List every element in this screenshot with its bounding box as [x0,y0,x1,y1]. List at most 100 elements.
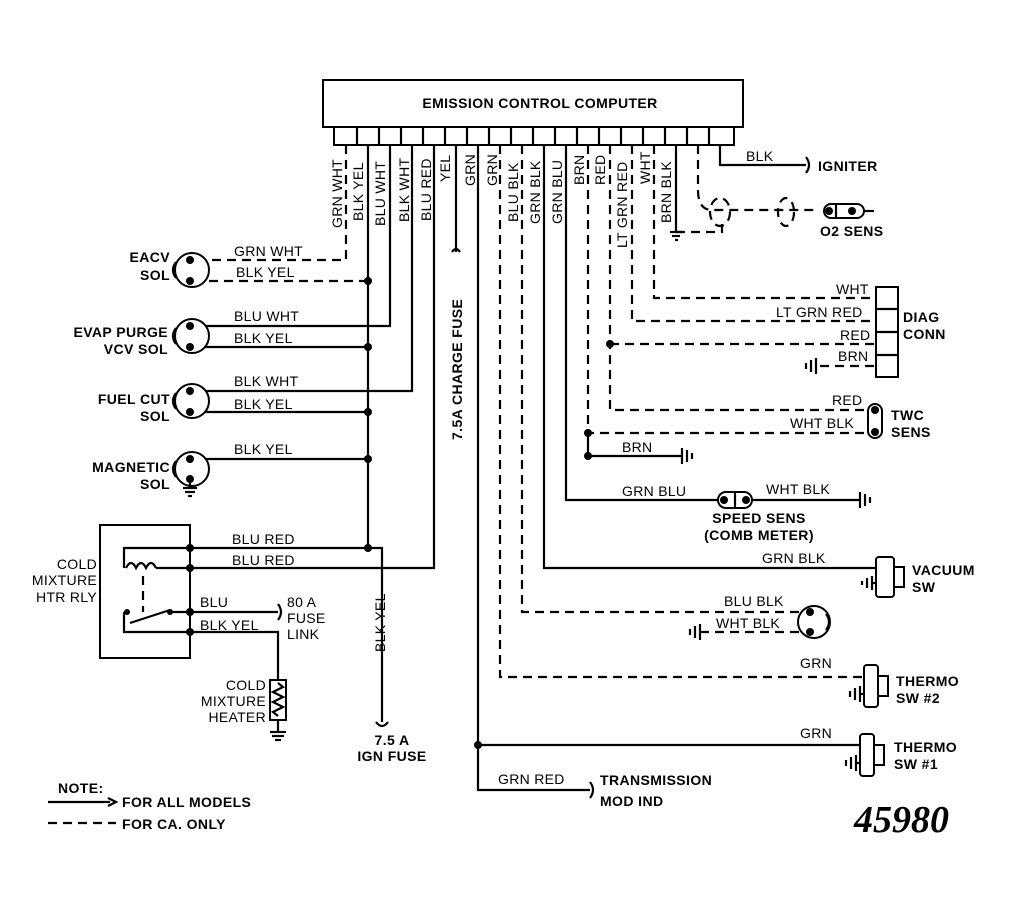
magnetic-label-2: SOL [140,476,170,492]
magnetic-label-1: MAGNETIC [92,459,170,475]
trans-label-2: MOD IND [600,793,663,809]
vacuum-wire: GRN BLK [762,550,826,566]
ign-fuse-label-2: IGN FUSE [357,748,426,764]
cold-mixture-heater-relay: COLD MIXTURE HTR RLY BLU RED BLU RED BLU… [32,524,326,680]
fuse-link-label-3: LINK [287,626,320,642]
igniter-wire: BLK [746,148,774,164]
blublk-wire-1: BLU BLK [724,593,784,609]
twc-label-1: TWC [891,407,924,423]
ground-icon [860,576,874,590]
fuelcut-label-1: FUEL CUT [98,391,170,407]
twc-wire-1: RED [832,392,862,408]
pin-label-grn-wht: GRN WHT [329,159,345,228]
thermo1-label-2: SW #1 [894,756,938,772]
pin-label-blu-blk: BLU BLK [505,162,521,222]
trans-wire: GRN RED [498,771,565,787]
magnetic-wire-1: BLK YEL [234,441,293,457]
twc-wire-2: WHT BLK [790,415,854,431]
diag-wire-4: BRN [838,348,868,364]
thermo-switch-1: GRN THERMO SW #1 [800,725,957,777]
pin-label-wht: WHT [637,151,653,184]
thermo2-label-2: SW #2 [896,690,940,706]
relay-wire-1: BLU RED [232,531,295,547]
pin-label-brn: BRN [571,155,587,185]
eacv-solenoid: EACV SOL GRN WHT BLK YEL [130,243,303,288]
thermo1-label-1: THERMO [894,739,957,755]
note-title: NOTE: [58,780,104,796]
ecu-title: EMISSION CONTROL COMPUTER [422,95,657,111]
fuel-cut-solenoid: FUEL CUT SOL BLK WHT BLK YEL [98,373,298,424]
evap-label-2: VCV SOL [104,341,168,357]
transmission-mod-ind: GRN RED TRANSMISSION MOD IND [498,771,712,809]
blk-yel-vertical-label: BLK YEL [372,593,388,652]
fuse-link-label-2: FUSE [287,610,326,626]
trans-label-1: TRANSMISSION [600,772,712,788]
pin-label-blu-wht: BLU WHT [372,161,388,226]
ground-icon [844,755,858,771]
pin-label-red: RED [592,155,608,185]
fuelcut-label-2: SOL [140,408,170,424]
blublk-wire-2: WHT BLK [716,615,780,631]
diag-label-1: DIAG [903,309,940,325]
fuse-link-label-1: 80 A [287,594,317,610]
eacv-label-1: EACV [130,249,171,265]
diag-label-2: CONN [903,326,946,342]
ecu-pin-row [355,127,711,145]
ecu-pin-labels: GRN WHT BLK YEL BLU WHT BLK WHT BLU RED … [329,151,674,440]
brn-ground: BRN [622,439,694,464]
ground-icon [183,486,197,498]
thermo2-wire: GRN [800,655,832,671]
note-dashed: FOR CA. ONLY [122,816,226,832]
left-wiring [190,145,461,728]
speed-label-1: SPEED SENS [712,510,805,526]
pin-label-lt-grn-red: LT GRN RED [614,162,630,249]
relay-label-1: COLD [57,556,97,572]
twc-sensor: TWC SENS RED WHT BLK [790,392,931,440]
magnetic-solenoid: MAGNETIC SOL BLK YEL [92,441,293,498]
figure-number: 45980 [853,799,949,841]
ground-icon [680,448,694,464]
eacv-label-2: SOL [140,267,170,283]
ground-icon [858,492,872,508]
pin-label-grn-blk: GRN BLK [527,160,543,224]
vacuum-label-1: VACUUM [912,562,975,578]
fuelcut-wire-1: BLK WHT [234,373,298,389]
ground-icon [688,624,702,640]
thermo2-label-1: THERMO [896,673,959,689]
relay-label-2: MIXTURE [32,572,97,588]
pin-label-grn-blu: GRN BLU [549,160,565,224]
heater-label-3: HEATER [208,709,266,725]
evap-purge-solenoid: EVAP PURGE VCV SOL BLU WHT BLK YEL [73,308,299,357]
ground-icon [848,686,862,702]
relay-wire-3: BLU [200,594,228,610]
charge-fuse-label: 7.5A CHARGE FUSE [449,299,465,440]
emission-control-computer: EMISSION CONTROL COMPUTER [322,79,744,146]
ground-icon [804,358,818,374]
ground-icon [670,230,682,242]
speed-wire-1: GRN BLU [622,483,686,499]
fuelcut-wire-2: BLK YEL [234,396,293,412]
eacv-wire-2: BLK YEL [236,264,295,280]
brn-ground-wire: BRN [622,439,652,455]
relay-label-3: HTR RLY [36,589,97,605]
cold-mixture-heater: COLD MIXTURE HEATER [201,677,287,742]
vacuum-label-2: SW [912,579,936,595]
diag-connector: DIAG CONN WHT LT GRN RED RED BRN [776,281,946,378]
note-solid: FOR ALL MODELS [122,794,251,810]
ground-icon [270,730,286,742]
igniter-label: IGNITER [818,158,878,174]
heater-label-2: MIXTURE [201,693,266,709]
pin-label-blu-red: BLU RED [418,158,434,221]
o2-sensor-label: O2 SENS [820,223,884,239]
twc-label-2: SENS [891,424,931,440]
eacv-wire-1: GRN WHT [234,243,303,259]
speed-wire-2: WHT BLK [766,481,830,497]
thermo1-wire: GRN [800,725,832,741]
pin-label-blk-yel: BLK YEL [350,162,366,221]
evap-wire-1: BLU WHT [234,308,299,324]
igniter-connector: BLK IGNITER [746,148,878,174]
pin-label-grn-1: GRN [462,154,478,186]
speed-sensor: GRN BLU WHT BLK SPEED SENS (COMB METER) [622,481,872,543]
relay-wire-4: BLK YEL [200,617,259,633]
